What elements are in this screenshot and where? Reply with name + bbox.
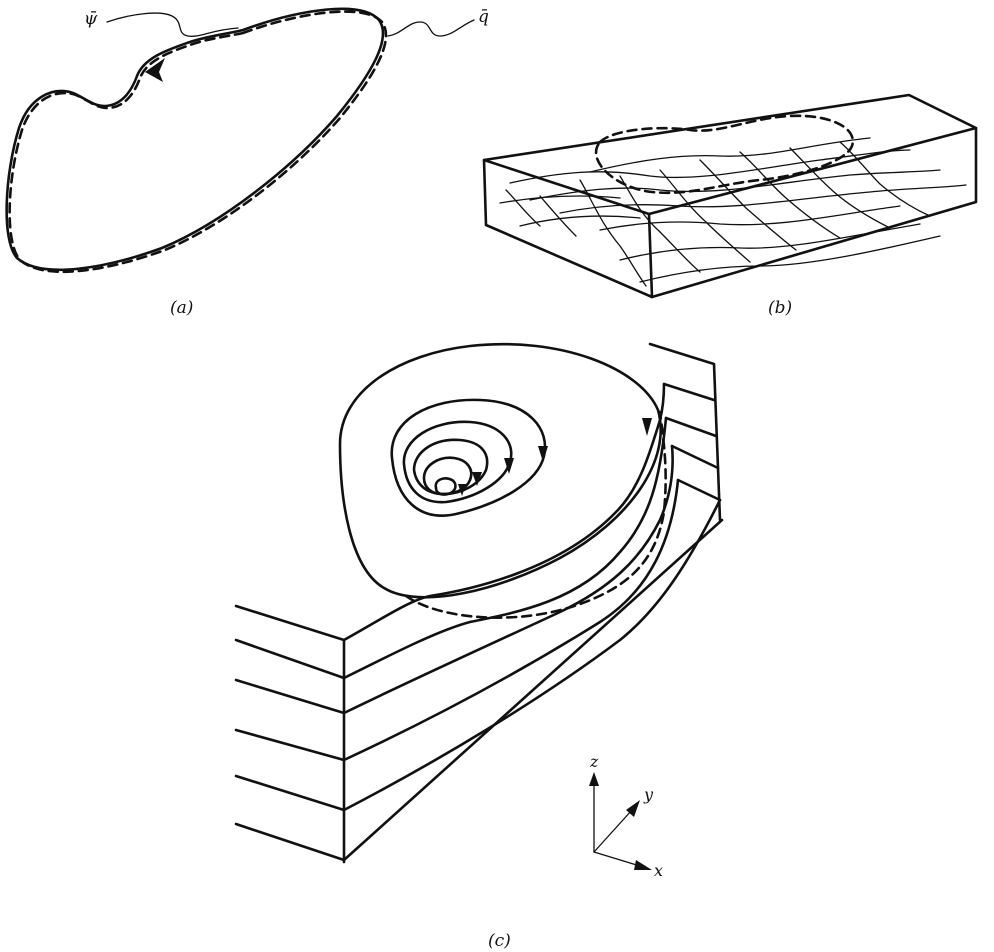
arrow-outer (642, 418, 652, 436)
arrow-third (504, 458, 514, 474)
spiral-arrows (458, 418, 652, 496)
psi-contour-solid (5, 7, 385, 272)
psi-label: ψ̄ (84, 9, 98, 29)
mesh-lines (499, 137, 967, 287)
q-leader-line (387, 19, 475, 37)
z-axis-arrow (589, 772, 599, 786)
arrow-fourth (472, 472, 482, 486)
arrow-second (538, 446, 548, 462)
x-axis-label: x (654, 861, 663, 880)
y-axis-label: y (643, 785, 654, 804)
panel-b-label: (b) (768, 298, 792, 318)
q-contour-dashed (8, 10, 388, 274)
z-axis-label: z (589, 752, 599, 771)
panel-a-label: (a) (170, 298, 193, 318)
psi-leader-line (106, 12, 239, 37)
b-dashed-contour (594, 114, 855, 195)
x-axis-line (593, 851, 641, 867)
spiral-streamlines (390, 398, 547, 517)
y-axis-arrow (626, 800, 640, 817)
box-side-face (650, 126, 978, 299)
x-axis-arrow (634, 860, 652, 870)
box-front-face (482, 158, 654, 299)
q-label: q̄ (478, 7, 489, 27)
y-axis-line (593, 809, 633, 853)
panel-a: ψ̄ q̄ (a) (5, 7, 489, 318)
right-block (648, 342, 722, 522)
axes-triad: z y x (589, 752, 663, 880)
panel-c-label: (c) (488, 931, 511, 951)
panel-c: z y x (c) (234, 342, 724, 951)
left-block (234, 518, 724, 864)
eddy-outer-ellipse (338, 342, 662, 599)
layer-lines (342, 382, 722, 812)
arrow-center (458, 484, 466, 496)
panel-b: (b) (482, 93, 978, 318)
eddy-dashed-underside (404, 410, 667, 619)
flow-arrow (145, 58, 165, 82)
